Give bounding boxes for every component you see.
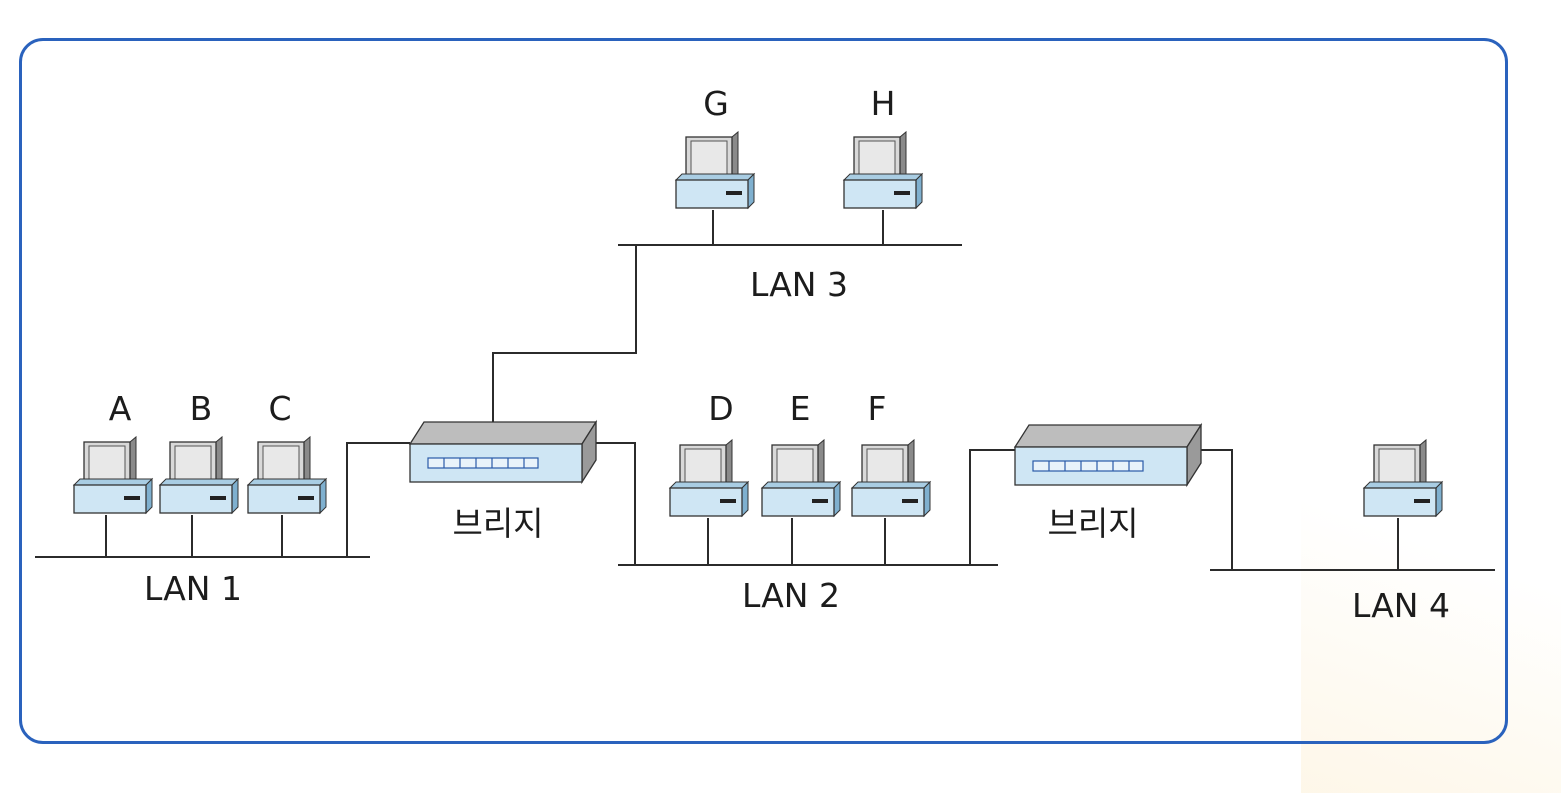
computer-H-icon — [843, 131, 923, 209]
bridge-1-icon — [409, 421, 597, 483]
computer-lan4-icon — [1363, 439, 1443, 517]
lan1-label: LAN 1 — [144, 569, 242, 608]
computer-G-icon — [675, 131, 755, 209]
bridge-2-icon — [1014, 424, 1202, 486]
computer-F-icon — [851, 439, 931, 517]
computer-D-label: D — [708, 389, 733, 428]
computer-A-label: A — [109, 389, 132, 428]
computer-D-icon — [669, 439, 749, 517]
host-drop-lines — [105, 210, 1399, 570]
lan3-label: LAN 3 — [750, 265, 848, 304]
computer-E-label: E — [790, 389, 811, 428]
computer-B-icon — [159, 436, 239, 514]
bridge-2-label: 브리지 — [1047, 504, 1138, 543]
computer-B-label: B — [190, 389, 213, 428]
lan2-label: LAN 2 — [742, 576, 840, 615]
computer-F-label: F — [868, 389, 887, 428]
bridge2-links — [969, 449, 1233, 570]
computer-C-icon — [247, 436, 327, 514]
diagram-frame — [19, 38, 1508, 744]
computer-E-icon — [761, 439, 841, 517]
computer-A-icon — [73, 436, 153, 514]
computer-G-label: G — [703, 84, 729, 123]
lan4-label: LAN 4 — [1352, 586, 1450, 625]
computer-H-label: H — [871, 84, 896, 123]
bridge1-links — [346, 245, 637, 565]
bridge-1-label: 브리지 — [452, 504, 543, 543]
computer-C-label: C — [268, 389, 291, 428]
